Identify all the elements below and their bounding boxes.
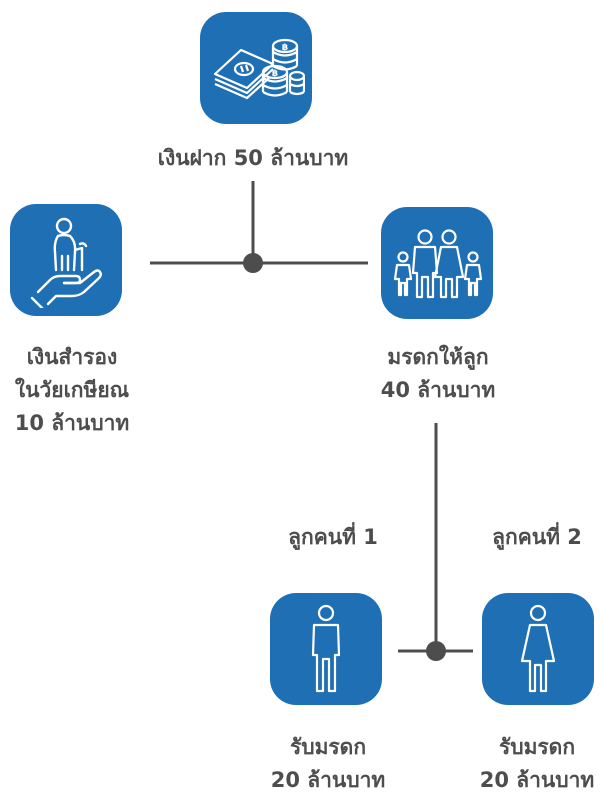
child1-tile bbox=[270, 593, 382, 705]
money-coins-icon: ฿ ฿ bbox=[213, 38, 305, 100]
retirement-label: เงินสำรอง ในวัยเกษียณ 10 ล้านบาท bbox=[0, 341, 154, 440]
svg-text:฿: ฿ bbox=[282, 43, 288, 53]
child2-label-line2: 20 ล้านบาท bbox=[479, 768, 595, 792]
child2-title-text: ลูกคนที่ 2 bbox=[492, 525, 582, 549]
child1-title: ลูกคนที่ 1 bbox=[258, 521, 408, 554]
retirement-label-line1: เงินสำรอง bbox=[26, 345, 118, 369]
child2-label: รับมรดก 20 ล้านบาท bbox=[462, 731, 604, 797]
child1-title-text: ลูกคนที่ 1 bbox=[288, 525, 378, 549]
deposit-label-text: เงินฝาก 50 ล้านบาท bbox=[157, 146, 349, 170]
inheritance-label-line2: 40 ล้านบาท bbox=[380, 378, 496, 402]
children-junction-dot bbox=[426, 641, 446, 661]
retirement-label-line3: 10 ล้านบาท bbox=[14, 411, 130, 435]
family-icon bbox=[393, 229, 483, 299]
child2-title: ลูกคนที่ 2 bbox=[462, 521, 604, 554]
split-junction-dot bbox=[243, 253, 263, 273]
child2-tile bbox=[482, 593, 594, 705]
inheritance-label: มรดกให้ลูก 40 ล้านบาท bbox=[356, 341, 520, 407]
deposit-label: เงินฝาก 50 ล้านบาท bbox=[120, 142, 386, 175]
svg-text:฿: ฿ bbox=[272, 69, 278, 79]
child1-label-line2: 20 ล้านบาท bbox=[270, 768, 386, 792]
child1-label: รับมรดก 20 ล้านบาท bbox=[246, 731, 410, 797]
inheritance-tile bbox=[381, 207, 493, 319]
deposit-tile: ฿ ฿ bbox=[200, 12, 312, 124]
child2-label-line1: รับมรดก bbox=[498, 735, 576, 759]
elder-care-hand-icon bbox=[30, 217, 102, 308]
retirement-label-line2: ในวัยเกษียณ bbox=[14, 378, 130, 402]
male-person-icon bbox=[311, 604, 341, 693]
retirement-tile bbox=[10, 204, 122, 316]
female-person-icon bbox=[520, 604, 556, 693]
inheritance-label-line1: มรดกให้ลูก bbox=[387, 345, 489, 369]
child1-label-line1: รับมรดก bbox=[289, 735, 367, 759]
